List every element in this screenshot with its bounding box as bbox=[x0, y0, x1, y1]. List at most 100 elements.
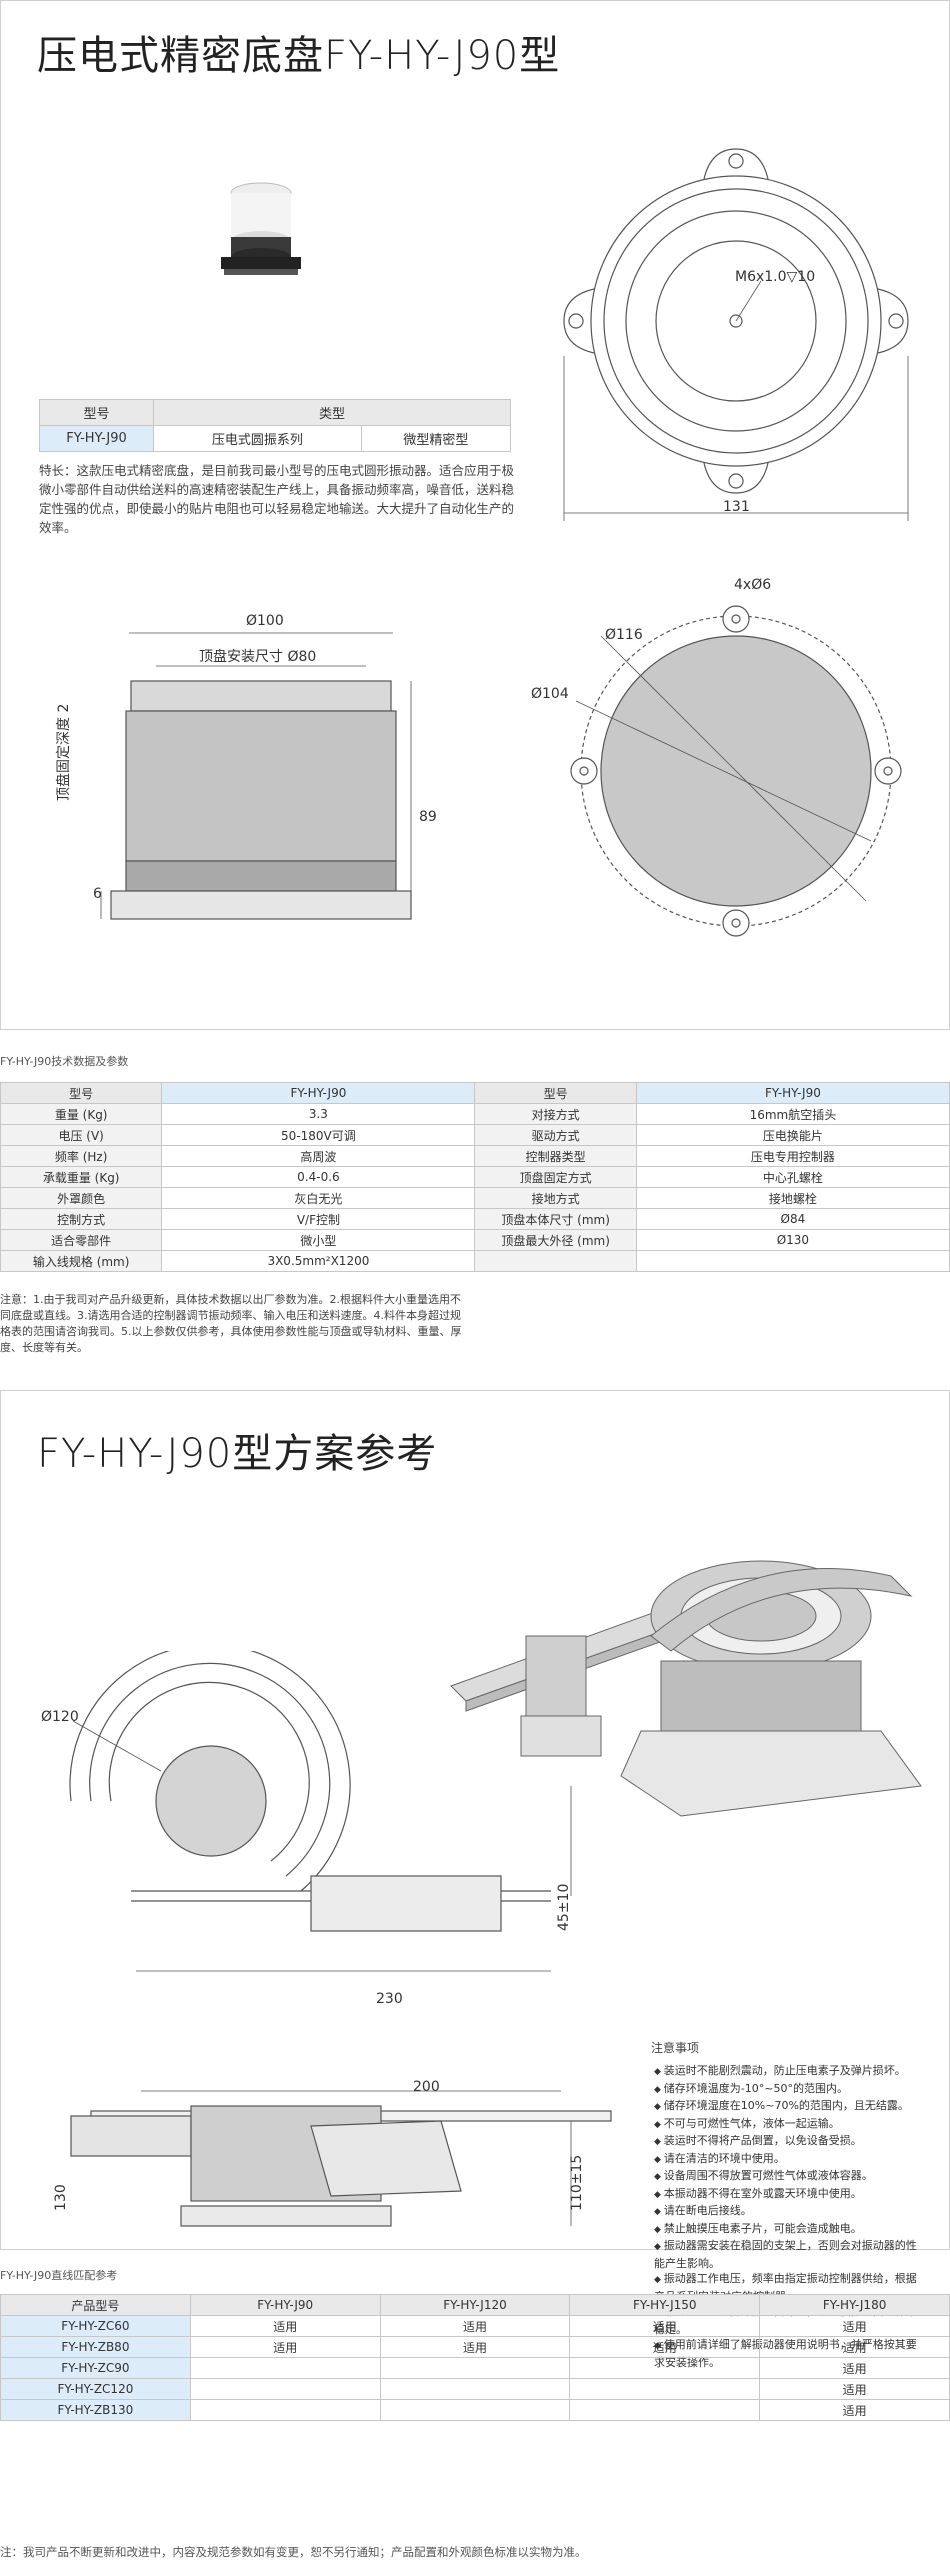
dim-depth: 顶盘固定深度 2 bbox=[56, 703, 72, 801]
match-model: FY-HY-ZC90 bbox=[0, 2357, 191, 2379]
match-cell bbox=[569, 2399, 761, 2421]
notes-title: 注意事项 bbox=[651, 2041, 700, 2055]
side-view-drawing bbox=[100, 632, 412, 920]
match-cell: 适用 bbox=[759, 2315, 950, 2337]
note-item: 设备周围不得放置可燃性气体或液体容器。 bbox=[654, 2168, 924, 2186]
match-model: FY-HY-ZB80 bbox=[0, 2336, 191, 2358]
tech-param-label: 适合零部件 bbox=[0, 1229, 163, 1251]
tech-param-value: FY-HY-J90 bbox=[635, 1082, 950, 1104]
match-cell bbox=[569, 2378, 761, 2400]
match-header-cell: FY-HY-J180 bbox=[759, 2294, 950, 2316]
scheme-title: FY-HY-J90型方案参考 bbox=[37, 1431, 438, 1477]
dim-d120: Ø120 bbox=[41, 1709, 79, 1725]
type-model: FY-HY-J90 bbox=[39, 425, 154, 452]
tech-param-value: 3.3 bbox=[161, 1103, 476, 1125]
tech-param-label: 电压 (V) bbox=[0, 1124, 163, 1146]
note-item: 禁止触摸压电素子片，可能会造成触电。 bbox=[654, 2221, 924, 2239]
tech-param-label: 顶盘固定方式 bbox=[474, 1166, 637, 1188]
match-cell: 适用 bbox=[379, 2336, 571, 2358]
tech-param-value: 接地螺栓 bbox=[635, 1187, 950, 1209]
match-cell: 适用 bbox=[759, 2378, 950, 2400]
top-view-drawing bbox=[563, 148, 909, 521]
tech-param-value: 16mm航空插头 bbox=[635, 1103, 950, 1125]
type-header-type: 类型 bbox=[153, 399, 511, 426]
tech-param-value: 微小型 bbox=[161, 1229, 476, 1251]
match-cell bbox=[379, 2357, 571, 2379]
match-cell bbox=[569, 2357, 761, 2379]
dim-230: 230 bbox=[376, 1991, 403, 2007]
tech-row: 外罩颜色灰白无光接地方式接地螺栓 bbox=[0, 1187, 950, 1209]
dim-6: 6 bbox=[93, 886, 102, 902]
scheme-side-view bbox=[70, 2090, 612, 2227]
tech-param-label: 型号 bbox=[0, 1082, 163, 1104]
tech-param-label: 控制器类型 bbox=[474, 1145, 637, 1167]
match-caption: FY-HY-J90直线匹配参考 bbox=[0, 2269, 118, 2282]
tech-param-value: Ø130 bbox=[635, 1229, 950, 1251]
match-cell: 适用 bbox=[379, 2315, 571, 2337]
tech-param-label: 控制方式 bbox=[0, 1208, 163, 1230]
type-table: 型号 类型 FY-HY-J90 压电式圆振系列 微型精密型 bbox=[39, 399, 512, 452]
tech-row: 频率 (Hz)高周波控制器类型压电专用控制器 bbox=[0, 1145, 950, 1167]
bottom-view-drawing bbox=[570, 605, 902, 937]
tech-param-value: V/F控制 bbox=[161, 1208, 476, 1230]
match-header-cell: FY-HY-J90 bbox=[189, 2294, 381, 2316]
tech-row: 适合零部件微小型顶盘最大外径 (mm)Ø130 bbox=[0, 1229, 950, 1251]
note-item: 请在清洁的环境中使用。 bbox=[654, 2151, 924, 2169]
match-cell bbox=[379, 2378, 571, 2400]
tech-param-label: 承载重量 (Kg) bbox=[0, 1166, 163, 1188]
dim-110: 110±15 bbox=[569, 2154, 585, 2211]
dim-131: 131 bbox=[723, 499, 750, 515]
tech-row: 输入线规格 (mm)3X0.5mm²X1200 bbox=[0, 1250, 950, 1272]
tech-param-label: 频率 (Hz) bbox=[0, 1145, 163, 1167]
tech-param-label: 接地方式 bbox=[474, 1187, 637, 1209]
match-header-cell: 产品型号 bbox=[0, 2294, 191, 2316]
tech-param-label: 顶盘本体尺寸 (mm) bbox=[474, 1208, 637, 1230]
dim-m6: M6x1.0▽10 bbox=[735, 269, 816, 285]
note-item: 储存环境温度为-10°~50°的范围内。 bbox=[654, 2081, 924, 2099]
tech-param-label: 输入线规格 (mm) bbox=[0, 1250, 163, 1272]
tech-param-label: 顶盘最大外径 (mm) bbox=[474, 1229, 637, 1251]
tech-param-label: 外罩颜色 bbox=[0, 1187, 163, 1209]
match-cell bbox=[189, 2378, 381, 2400]
tech-caption: FY-HY-J90技术数据及参数 bbox=[0, 1055, 129, 1068]
scheme-3d-render bbox=[450, 1560, 922, 1817]
tech-param-value: FY-HY-J90 bbox=[161, 1082, 476, 1104]
tech-param-value: 高周波 bbox=[161, 1145, 476, 1167]
dim-200: 200 bbox=[413, 2079, 440, 2095]
match-cell bbox=[189, 2399, 381, 2421]
match-cell: 适用 bbox=[759, 2399, 950, 2421]
match-cell: 适用 bbox=[759, 2336, 950, 2358]
tech-param-value: 压电专用控制器 bbox=[635, 1145, 950, 1167]
match-cell: 适用 bbox=[189, 2336, 381, 2358]
footer-note: 注：我司产品不断更新和改进中，内容及规范参数如有变更，恕不另行通知；产品配置和外… bbox=[0, 2545, 587, 2559]
tech-row: 电压 (V)50-180V可调驱动方式压电换能片 bbox=[0, 1124, 950, 1146]
match-header-cell: FY-HY-J150 bbox=[569, 2294, 761, 2316]
tech-param-label: 重量 (Kg) bbox=[0, 1103, 163, 1125]
scheme-panel: FY-HY-J90型方案参考 Ø12 bbox=[0, 1390, 950, 2369]
scheme-top-view bbox=[69, 1651, 572, 1972]
match-model: FY-HY-ZC120 bbox=[0, 2378, 191, 2400]
match-cell bbox=[379, 2399, 571, 2421]
match-header-cell: FY-HY-J120 bbox=[379, 2294, 571, 2316]
note-item: 不可与可燃性气体，液体一起运输。 bbox=[654, 2116, 924, 2134]
match-cell: 适用 bbox=[569, 2336, 761, 2358]
dim-d100: Ø100 bbox=[246, 613, 284, 629]
tech-param-label bbox=[474, 1250, 637, 1272]
note-item: 振动器需安装在稳固的支架上，否则会对振动器的性能产生影响。 bbox=[654, 2238, 924, 2271]
tech-param-label: 型号 bbox=[474, 1082, 637, 1104]
product-photo bbox=[221, 182, 301, 275]
dim-d104: Ø104 bbox=[531, 686, 569, 702]
product-description: 特长：这款压电式精密底盘，是目前我司最小型号的压电式圆形振动器。适合应用于极微小… bbox=[39, 463, 515, 535]
match-cell: 适用 bbox=[569, 2315, 761, 2337]
tech-param-value: Ø84 bbox=[635, 1208, 950, 1230]
match-cell bbox=[189, 2357, 381, 2379]
